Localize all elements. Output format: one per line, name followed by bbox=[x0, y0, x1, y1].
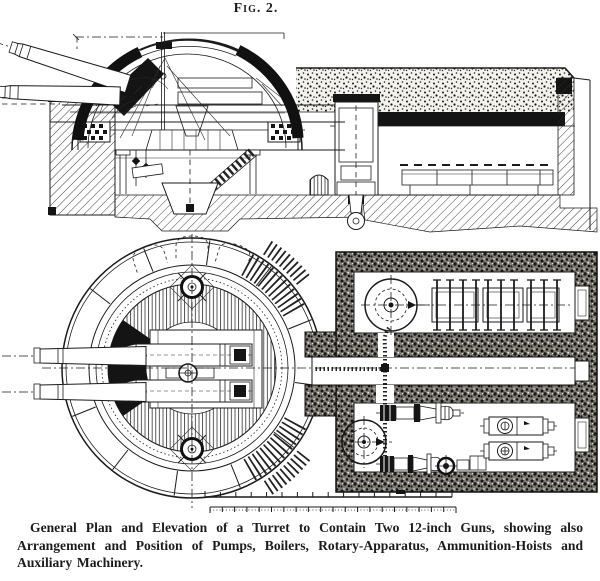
gun-barrel-lower bbox=[0, 85, 135, 106]
gun-carriages bbox=[117, 329, 263, 409]
working-chamber bbox=[115, 148, 345, 215]
caption-line-1: General Plan and Elevation of a Turret t… bbox=[30, 520, 583, 535]
dimension-line bbox=[72, 32, 285, 49]
right-retaining-wall bbox=[557, 77, 591, 230]
pumping-engine-2 bbox=[376, 453, 448, 475]
machinery-room-plan bbox=[304, 251, 598, 493]
stair-archway bbox=[309, 174, 329, 196]
gun-barrels-plan bbox=[2, 345, 150, 403]
boiler-2 bbox=[480, 441, 560, 461]
scale-bar-metres bbox=[209, 506, 457, 513]
auxiliary-pump bbox=[435, 455, 487, 477]
turret-engraving bbox=[0, 32, 598, 513]
scale-bars bbox=[204, 490, 457, 513]
armour-layer bbox=[360, 112, 565, 126]
roller-seat-left bbox=[79, 121, 111, 143]
plan-view bbox=[2, 234, 344, 508]
rotary-apparatus-lower bbox=[338, 416, 392, 468]
gun-barrels-elevation bbox=[0, 41, 140, 106]
dome-armour-right bbox=[235, 45, 304, 139]
caption-line-3: Auxiliary Machinery. bbox=[17, 555, 144, 571]
stair-hatch-sectors bbox=[240, 240, 311, 496]
ammunition-hoist-shaft bbox=[333, 94, 380, 230]
elevation-view bbox=[0, 32, 598, 233]
gun-barrel-elevated bbox=[0, 41, 140, 94]
wall-niche-upper bbox=[574, 285, 590, 321]
underground-chamber bbox=[330, 125, 575, 196]
figure-title: Fig. 2. bbox=[233, 1, 279, 16]
wall-niche-corridor bbox=[574, 360, 590, 382]
roller-path-dashed-hoppers bbox=[132, 235, 251, 273]
scale-bar-feet bbox=[204, 490, 453, 498]
corridor bbox=[311, 356, 576, 386]
figure-caption: General Plan and Elevation of a Turret t… bbox=[0, 519, 600, 572]
hydraulic-press-machine bbox=[420, 279, 570, 331]
pumping-engine-1 bbox=[376, 402, 464, 424]
engine-room-upper bbox=[353, 271, 576, 334]
rotary-apparatus-upper bbox=[361, 275, 432, 335]
wall-niche-lower bbox=[574, 417, 590, 453]
turret-dome bbox=[71, 32, 304, 151]
caption-line-2: Arrangement and Position of Pumps, Boile… bbox=[17, 537, 583, 553]
boiler-1 bbox=[480, 416, 560, 436]
